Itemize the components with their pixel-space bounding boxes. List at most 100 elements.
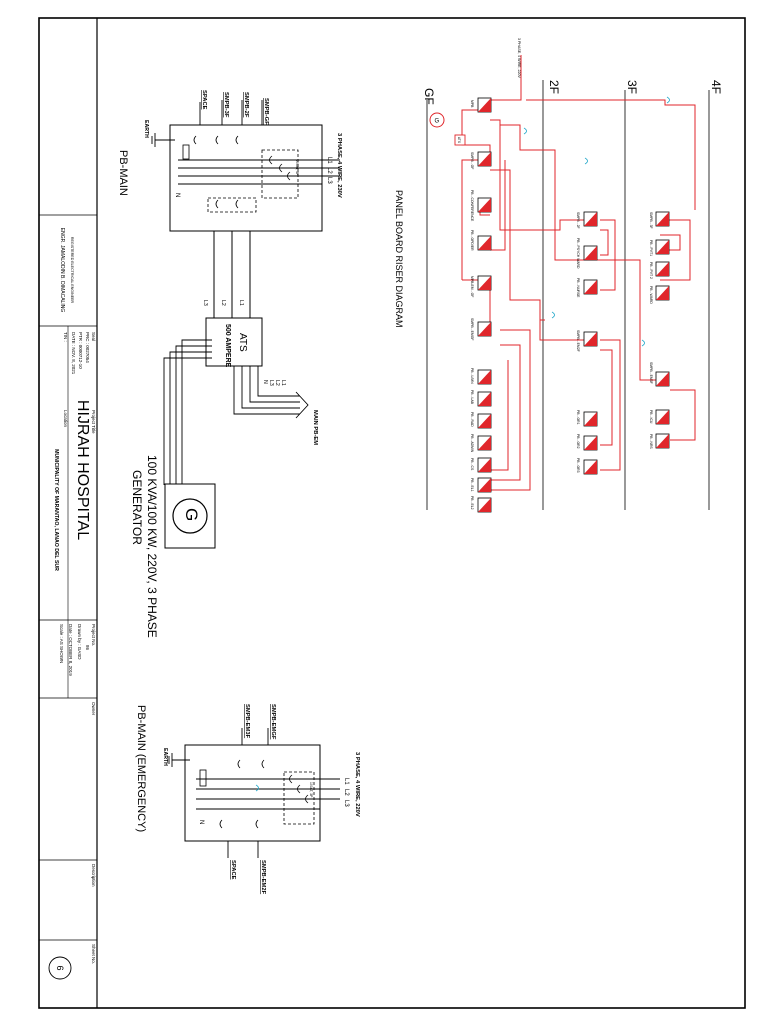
feeder-smpb-emgf: SMPB-EMGF	[270, 704, 276, 740]
panel-el2	[477, 497, 492, 513]
label-pvt1: PB - PVT1	[649, 240, 653, 256]
label-mpb: MPB	[470, 100, 474, 108]
label-or3: PB - OR3	[576, 458, 580, 473]
label-lmn: PB - L/MN	[470, 368, 474, 384]
label-smpb-em3f: SMPB - EM3F	[649, 362, 653, 384]
pb-emergency-title: PB-MAIN (EMERGENCY)	[135, 705, 147, 832]
sheet-border	[38, 17, 746, 1009]
project-title-label: Project Title	[91, 410, 96, 434]
riser-diagram: GF 2F 3F 4F PANEL BOARD RISER DIAGRAM 3 …	[394, 38, 723, 513]
panel-lab	[477, 391, 492, 407]
feeder-smpb-em3f: SMPB-EM3F	[244, 704, 250, 739]
label-el1: PB - EL1	[470, 478, 474, 492]
panel-psych-ward	[583, 245, 598, 261]
label-or1: PB - OR1	[576, 410, 580, 425]
feeder-space: SPACE	[201, 90, 207, 110]
floor-label-2f: 2F	[547, 80, 561, 94]
panel-nrs	[655, 433, 670, 449]
pb-emergency-neutral: N	[198, 820, 204, 824]
owner-label: Owner	[91, 702, 96, 716]
label-smpb-3f: SMPB - 3F	[649, 212, 653, 229]
floor-label-gf: GF	[422, 88, 436, 105]
generator-label: GENERATOR	[130, 470, 144, 545]
label-ward: PB - WARD	[649, 286, 653, 304]
drawn-by: Drawn by : GASD	[77, 624, 82, 660]
pb-emergency-enclosure	[184, 744, 321, 842]
panel-mpb	[477, 97, 492, 113]
panel-mpb-em-gf	[477, 275, 492, 291]
ats-label: ATS	[237, 333, 248, 352]
title-block: ENGR. JAMALODIN B. DIMACALING REGISTERED…	[39, 18, 98, 1008]
label-smpb-gf: SMPB - GF	[470, 152, 474, 169]
emergency-breaker-rating: 100AT, 3P	[309, 782, 313, 798]
seal-label: Seal	[91, 332, 96, 341]
label-psych-ward: PB - PSYCH WARD	[576, 238, 580, 269]
ats-output-n: N	[262, 380, 268, 384]
panel-smpb-em2f	[583, 331, 598, 347]
label-conference: PB - CONFERENCE	[470, 190, 474, 222]
panel-conference	[477, 197, 492, 213]
location-label: Location	[63, 410, 68, 428]
ats-box	[205, 317, 263, 367]
pb-emergency-main-breaker	[283, 771, 315, 825]
panel-smpb-2f	[583, 211, 598, 227]
generator-rating: 100 KVA/100 KW, 220V, 3 PHASE	[145, 455, 159, 638]
panel-or3	[583, 459, 598, 475]
pb-emergency-phase-l3: L3	[343, 800, 349, 807]
panel-cs	[477, 457, 492, 473]
panel-el1	[477, 477, 492, 493]
panel-pvt2	[655, 261, 670, 277]
feeder-space-emergency: SPACE	[230, 860, 236, 880]
riser-generator-symbol	[429, 112, 445, 128]
generator-letter: G	[182, 508, 201, 521]
scale: Scale : AS SHOWN	[59, 624, 64, 663]
location: MUNICIPALITY OF MARANTAO, LANAO DEL SUR	[53, 449, 59, 571]
ats-output-l2: L2	[274, 380, 280, 386]
label-el2: PB - EL2	[470, 496, 474, 510]
label-cs: PB - CS	[470, 458, 474, 471]
panel-admin	[477, 435, 492, 451]
label-admin: PB - ADMIN	[470, 434, 474, 453]
panel-rad	[477, 413, 492, 429]
description-label: Description	[91, 864, 96, 887]
panel-smpb-emgf	[477, 321, 492, 337]
pb-emergency-diagram: PB-MAIN (EMERGENCY) 3 PHASE, 4 WIRE, 220…	[135, 704, 360, 895]
panel-icu	[655, 409, 670, 425]
feeder-smpb-gf: SMPB-GF	[263, 98, 269, 125]
pb-main-feeder-breakers	[207, 197, 257, 213]
floor-label-3f: 3F	[625, 80, 639, 94]
ats-output-l3: L3	[268, 380, 274, 386]
pb-main-phase-l1: L1	[326, 157, 332, 164]
date-issued: DATE : NOV. 8, 2021	[71, 332, 76, 375]
feeder-smpb-2f: SMPB-2F	[243, 92, 249, 118]
pb-main-phase-l2: L2	[326, 167, 332, 174]
generator-symbol	[172, 498, 208, 534]
pb-emergency-phase-l2: L2	[343, 789, 349, 796]
ats-input-l2: L2	[220, 300, 226, 306]
panel-or1	[583, 411, 598, 427]
label-or2: PB - OR2	[576, 434, 580, 449]
pb-emergency-supply: 3 PHASE, 4 WIRE, 220V	[354, 752, 360, 817]
label-icu: PB - ICU	[649, 410, 653, 424]
pb-main-enclosure	[169, 124, 323, 232]
sheet-no-label: Sheet No.	[91, 944, 96, 964]
feeder-smpb-3f: SMPB-3F	[223, 92, 229, 118]
label-smpb-em2f: SMPB - EM2F	[576, 330, 580, 352]
main-breaker-rating: 200AT, 3P	[295, 160, 299, 176]
engineer-title: REGISTERED ELECTRICAL ENGINEER	[70, 237, 74, 304]
panel-opd-er	[477, 235, 492, 251]
panel-or2	[583, 435, 598, 451]
ats-output-l1: L1	[280, 380, 286, 386]
label-opd-er: PB - OPD/ER	[470, 230, 474, 251]
panel-ward	[655, 285, 670, 301]
project-title: HIJRAH HOSPITAL	[74, 400, 91, 540]
label-pvt2: PB - PVT 2	[649, 262, 653, 279]
label-smpb-2f: SMPB - 2F	[576, 212, 580, 229]
engineer-name: ENGR. JAMALODIN B. DIMACALING	[59, 228, 65, 313]
to-main-pb-em: MAIN PB-EM	[312, 410, 318, 445]
pb-main-neutral: N	[174, 193, 180, 197]
pb-main-supply: 3 PHASE, 4 WIRE, 230V	[336, 133, 342, 198]
label-smpb-emgf: SMPB - EMGF	[470, 318, 474, 340]
ats-input-l3: L3	[202, 300, 208, 306]
